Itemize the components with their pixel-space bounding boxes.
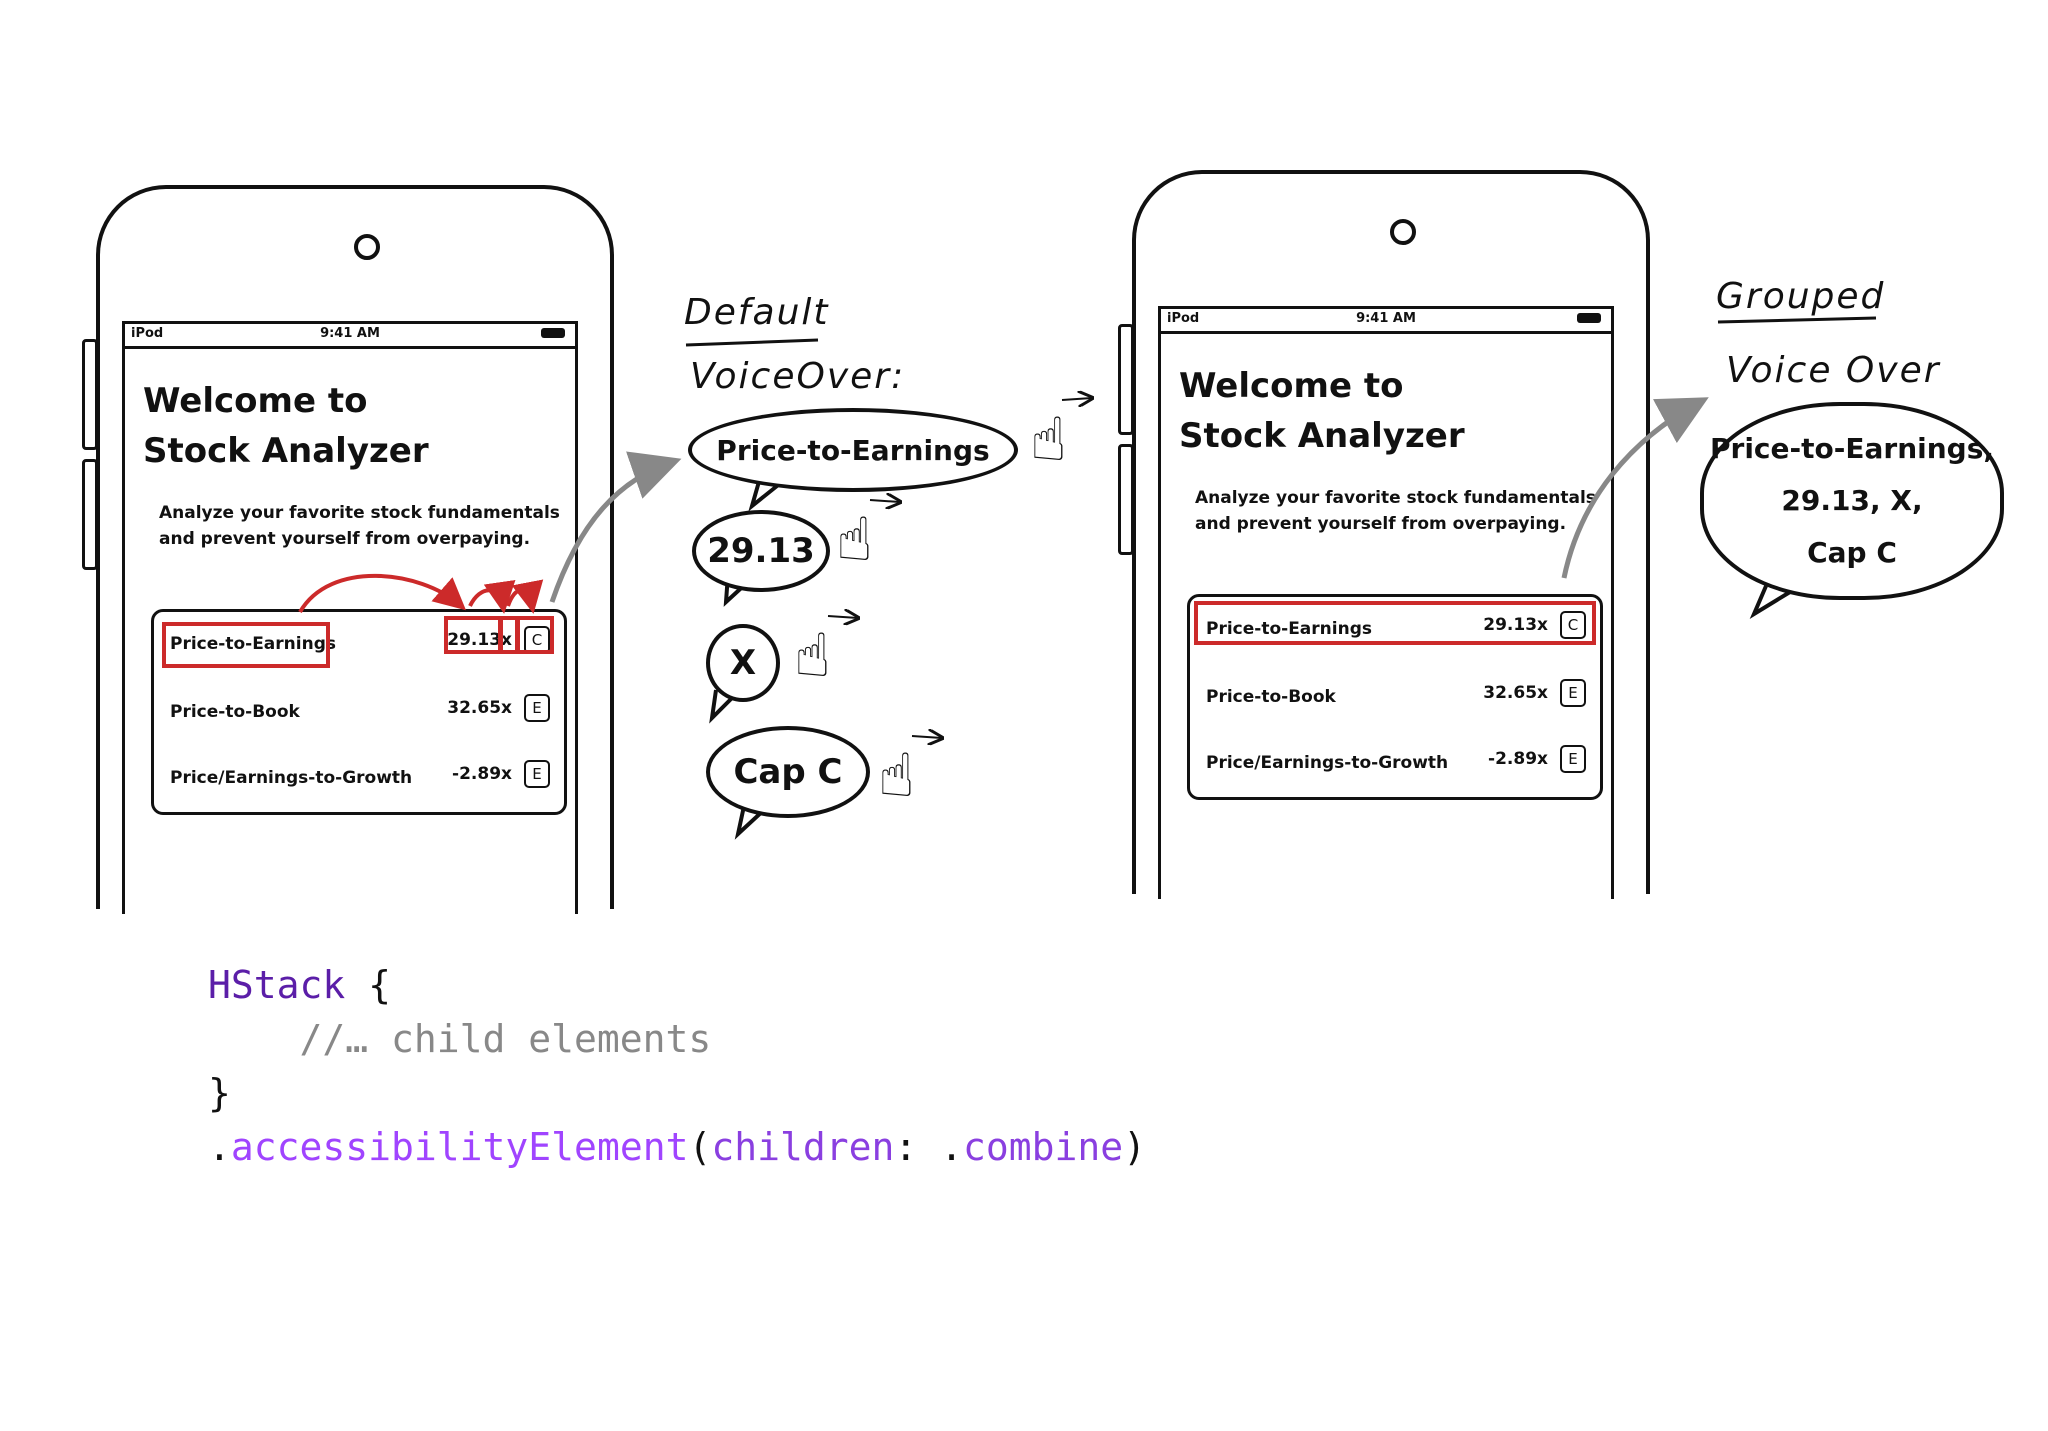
metric-value: 32.65x (1483, 683, 1548, 703)
status-bar: iPod 9:41 AM (125, 324, 575, 349)
code-text: . (208, 1125, 231, 1169)
side-button (1118, 324, 1134, 435)
metric-label: Price/Earnings-to-Growth (1206, 753, 1449, 773)
swipe-finger-icon: ☝ (1030, 405, 1067, 475)
swipe-finger-icon: ☝ (794, 621, 831, 691)
phone-screen: iPod 9:41 AM Welcome to Stock Analyzer A… (1158, 306, 1614, 899)
default-voiceover-label: VoiceOver: (690, 356, 906, 397)
grouped-heading: Grouped (1716, 276, 1886, 317)
swipe-finger-icon: ☝ (836, 505, 873, 575)
camera-icon (1390, 219, 1416, 245)
swipe-arrow-icon (911, 736, 942, 738)
swipe-arrow-icon (869, 500, 900, 502)
speech-bubble: X (706, 624, 780, 702)
swipe-arrow-icon (1061, 398, 1092, 400)
metric-row-pb[interactable]: Price-to-Book 32.65x E (1190, 665, 1600, 733)
battery-icon (541, 328, 565, 338)
swipe-arc (298, 573, 467, 614)
welcome-title: Welcome to Stock Analyzer (143, 381, 429, 471)
metric-label: Price/Earnings-to-Growth (170, 768, 413, 788)
metric-label: Price-to-Earnings (170, 634, 336, 654)
code-parameter: children (711, 1125, 895, 1169)
metric-value: 32.65x (447, 698, 512, 718)
rating-badge: E (524, 694, 550, 722)
code-text: } (208, 1071, 231, 1115)
code-comment: //… child elements (208, 1017, 712, 1061)
phone-grouped: iPod 9:41 AM Welcome to Stock Analyzer A… (1118, 170, 1650, 899)
carrier-label: iPod (1167, 311, 1200, 326)
swipe-arc (506, 579, 544, 614)
rating-badge: E (1560, 679, 1586, 707)
swipe-arc (468, 579, 516, 614)
focus-box-row (1194, 601, 1596, 645)
voiceover-arrow (549, 451, 682, 603)
status-time: 9:41 AM (320, 326, 380, 341)
voiceover-arrow (1561, 397, 1709, 579)
rating-badge: E (524, 760, 550, 788)
swipe-arrow-icon (827, 616, 858, 618)
app-description: Analyze your favorite stock fundamentals… (159, 503, 560, 549)
metric-row-pe[interactable]: Price-to-Earnings 29.13x C (1190, 597, 1600, 665)
rating-badge: C (1560, 611, 1586, 639)
side-button (82, 459, 98, 570)
metric-value: 29.13x (447, 630, 512, 650)
metric-row-peg[interactable]: Price/Earnings-to-Growth -2.89x E (154, 746, 564, 814)
swipe-finger-icon: ☝ (878, 741, 915, 811)
metrics-card: Price-to-Earnings 29.13x C Price-to-Book… (151, 609, 567, 815)
rating-badge: E (1560, 745, 1586, 773)
app-description: Analyze your favorite stock fundamentals… (1195, 488, 1596, 534)
phone-default: iPod 9:41 AM Welcome to Stock Analyzer A… (82, 185, 614, 914)
metric-value: -2.89x (1488, 749, 1548, 769)
focus-box-rating (516, 616, 554, 654)
code-text: ) (1123, 1125, 1147, 1169)
carrier-label: iPod (131, 326, 164, 341)
focus-box-label (162, 622, 330, 668)
metric-label: Price-to-Book (1206, 687, 1336, 707)
metric-value: -2.89x (452, 764, 512, 784)
side-button (1118, 444, 1134, 555)
welcome-title: Welcome to Stock Analyzer (1179, 366, 1465, 456)
phone-screen: iPod 9:41 AM Welcome to Stock Analyzer A… (122, 321, 578, 914)
speech-bubble-grouped: Price-to-Earnings, 29.13, X, Cap C (1700, 402, 2004, 600)
heading-underline (1717, 316, 1877, 324)
code-text: : . (894, 1125, 964, 1169)
side-button (82, 339, 98, 450)
code-keyword: HStack (208, 963, 346, 1007)
heading-underline (685, 338, 819, 347)
code-text: { (345, 963, 392, 1007)
battery-icon (1577, 313, 1601, 323)
bubble-tail (1749, 585, 1792, 619)
code-modifier: accessibilityElement (230, 1125, 689, 1169)
camera-icon (354, 234, 380, 260)
metric-label: Price-to-Book (170, 702, 300, 722)
speech-bubble: Price-to-Earnings (688, 408, 1018, 492)
speech-bubble: 29.13 (692, 510, 830, 592)
code-value: combine (963, 1125, 1124, 1169)
metric-label: Price-to-Earnings (1206, 619, 1372, 639)
status-time: 9:41 AM (1356, 311, 1416, 326)
metric-value: 29.13x (1483, 615, 1548, 635)
code-text: ( (688, 1125, 712, 1169)
metric-row-pb[interactable]: Price-to-Book 32.65x E (154, 680, 564, 748)
speech-bubble: Cap C (706, 726, 870, 818)
status-bar: iPod 9:41 AM (1161, 309, 1611, 334)
grouped-voiceover-label: Voice Over (1726, 350, 1941, 391)
metric-row-peg[interactable]: Price/Earnings-to-Growth -2.89x E (1190, 731, 1600, 799)
default-heading: Default (684, 292, 830, 333)
swiftui-code-snippet: HStack { //… child elements } .accessibi… (208, 958, 1146, 1174)
metrics-card: Price-to-Earnings 29.13x C Price-to-Book… (1187, 594, 1603, 800)
